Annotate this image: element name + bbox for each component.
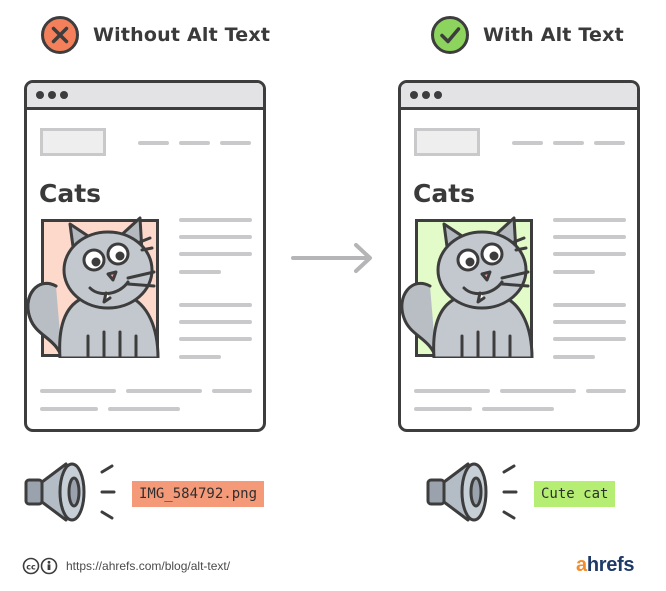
text-line [500, 389, 576, 393]
ahrefs-logo-accent: a [576, 554, 587, 576]
window-dot [48, 91, 56, 99]
nav-line [138, 141, 169, 145]
text-line [179, 235, 252, 239]
left-header-title: Without Alt Text [93, 24, 271, 46]
text-line [108, 407, 180, 411]
nav-line [179, 141, 210, 145]
window-dot [60, 91, 68, 99]
window-dot [422, 91, 430, 99]
speaker-icon [426, 462, 518, 522]
text-line [179, 270, 221, 274]
text-line [482, 407, 554, 411]
text-line [126, 389, 202, 393]
text-line [40, 407, 98, 411]
text-line [179, 303, 252, 307]
nav-line [220, 141, 251, 145]
text-line [553, 235, 626, 239]
right-browser-titlebar [401, 83, 637, 110]
svg-text:cc: cc [26, 562, 36, 571]
nav-line [594, 141, 625, 145]
left-alt-label: IMG_584792.png [132, 481, 265, 507]
x-icon [41, 16, 79, 54]
text-line [179, 252, 252, 256]
nav-line [512, 141, 543, 145]
ahrefs-logo-rest: hrefs [586, 554, 635, 576]
arrow-right-icon [291, 243, 372, 273]
text-line [414, 389, 490, 393]
logo-placeholder [414, 128, 480, 156]
speaker-icon [24, 462, 116, 522]
window-dot [36, 91, 44, 99]
text-line [586, 389, 626, 393]
window-dot [434, 91, 442, 99]
nav-line [553, 141, 584, 145]
left-cat-illustration [26, 216, 160, 358]
right-cat-illustration [400, 216, 534, 358]
text-line [179, 320, 252, 324]
text-line [179, 218, 252, 222]
right-header-title: With Alt Text [483, 24, 624, 46]
text-line [553, 270, 595, 274]
source-url[interactable]: https://ahrefs.com/blog/alt-text/ [66, 559, 231, 573]
text-line [179, 337, 252, 341]
text-line [553, 252, 626, 256]
text-line [40, 389, 116, 393]
check-icon [431, 16, 469, 54]
window-dot [410, 91, 418, 99]
right-alt-label: Cute cat [534, 481, 616, 507]
text-line [553, 218, 626, 222]
text-line [553, 355, 595, 359]
text-line [179, 355, 221, 359]
ahrefs-logo: ahrefs [576, 554, 635, 577]
text-line [212, 389, 252, 393]
text-line [553, 320, 626, 324]
logo-placeholder [40, 128, 106, 156]
right-page-title: Cats [413, 179, 476, 208]
left-browser-titlebar [27, 83, 263, 110]
left-page-title: Cats [39, 179, 102, 208]
text-line [553, 303, 626, 307]
creative-commons-icon: cc [22, 557, 58, 575]
text-line [553, 337, 626, 341]
text-line [414, 407, 472, 411]
